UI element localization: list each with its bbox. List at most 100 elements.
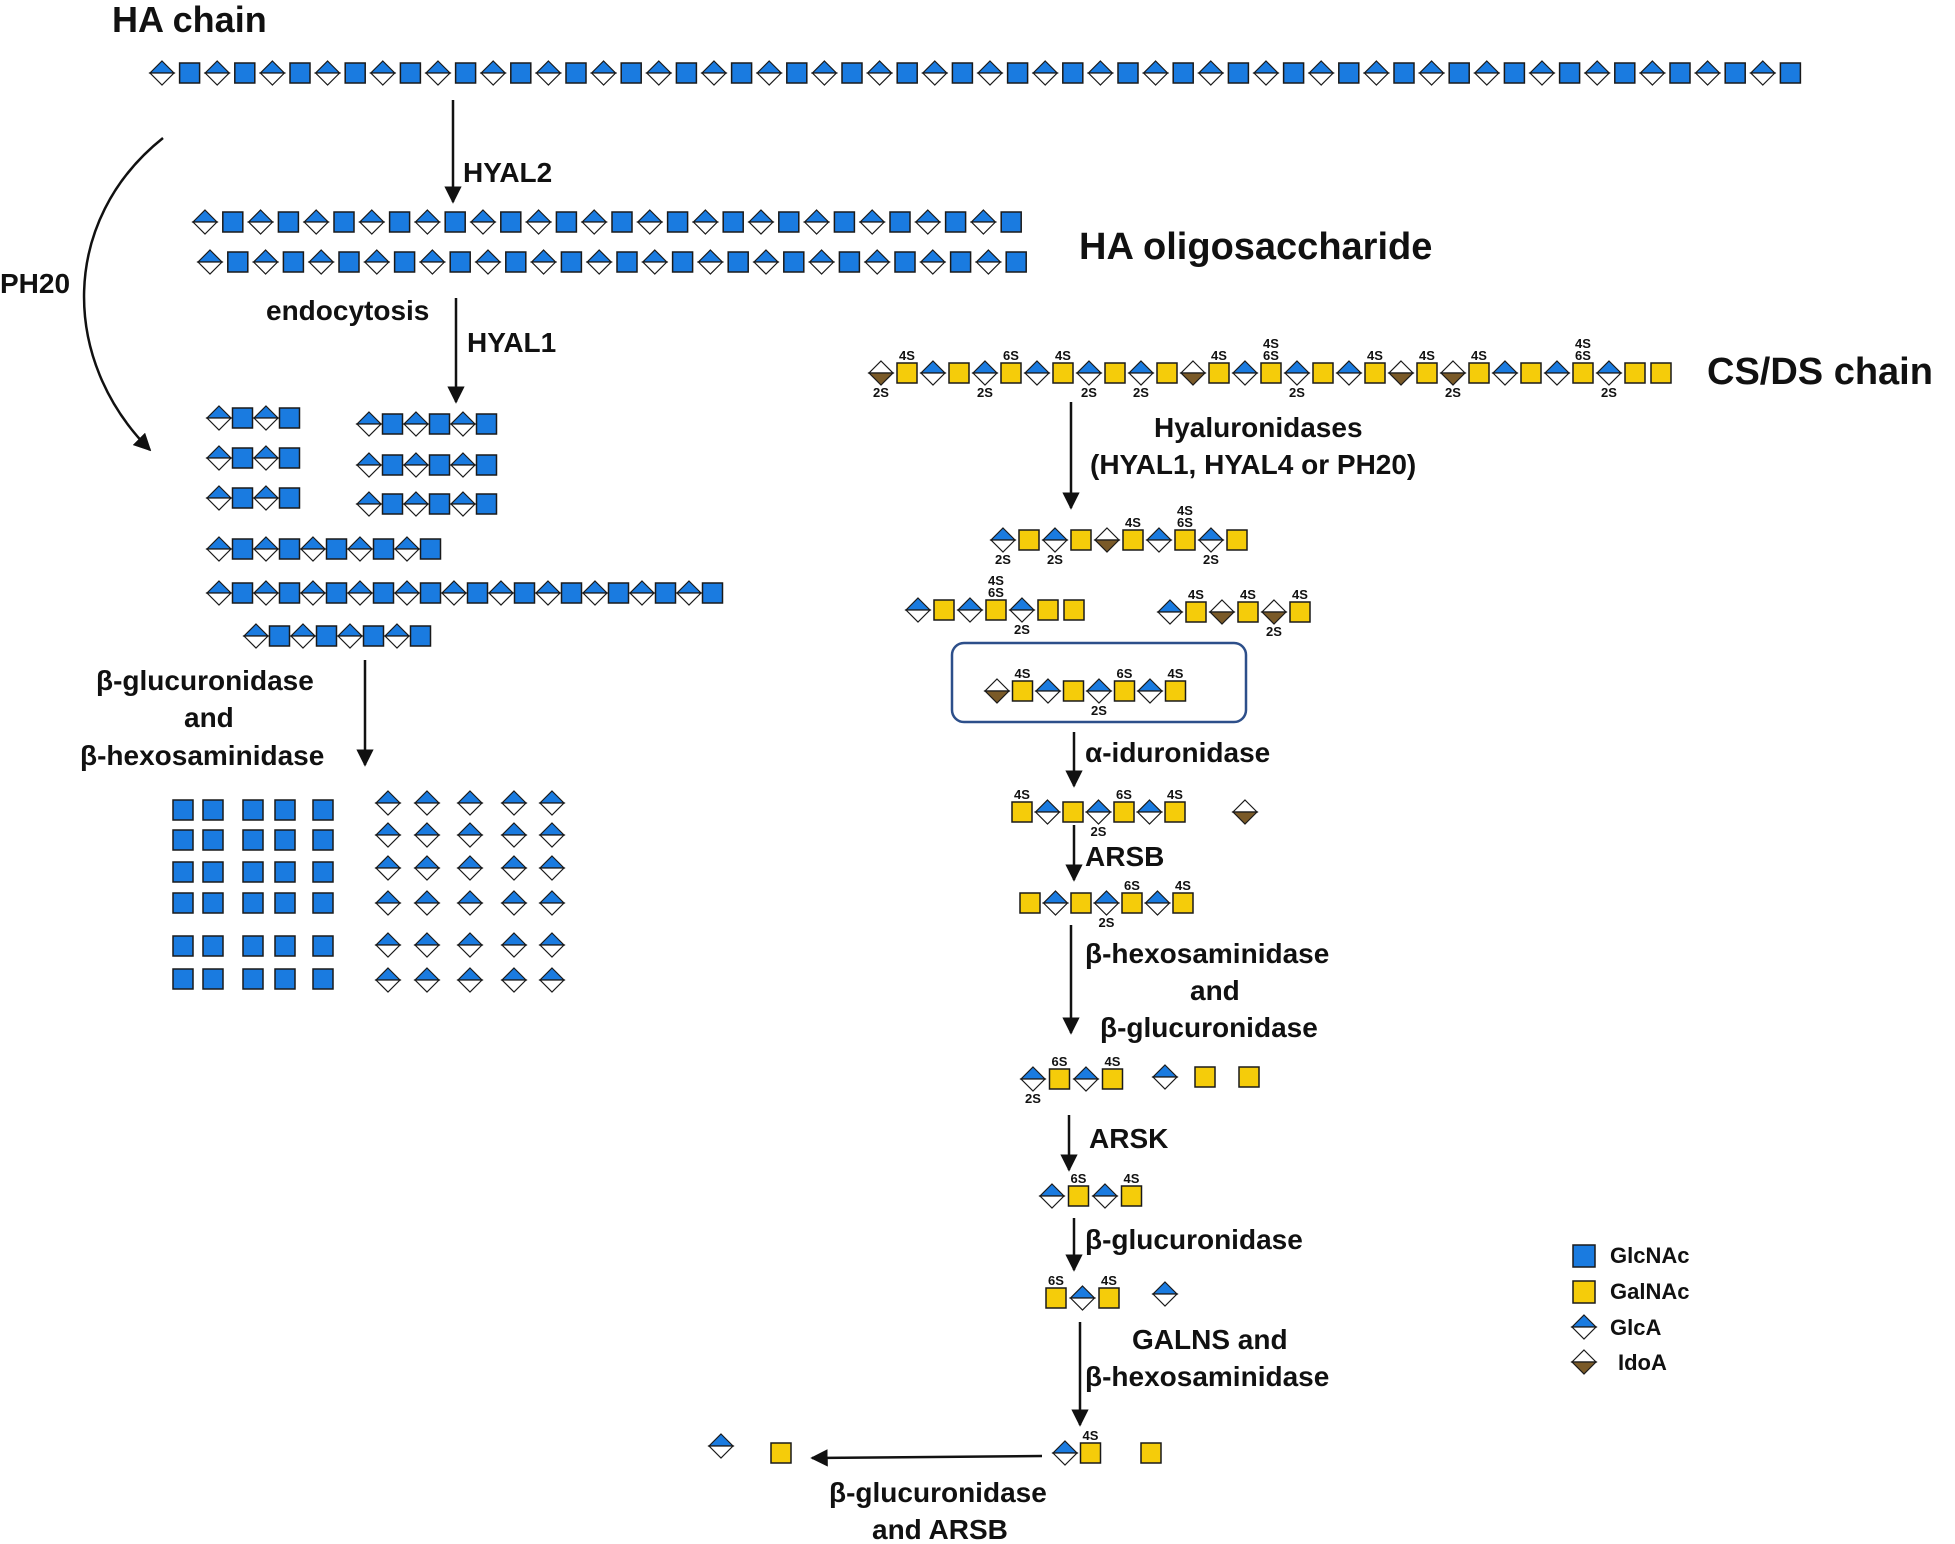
glca-symbol	[369, 60, 397, 86]
legend-glca-symbol	[1570, 1314, 1598, 1328]
sulfate-4s: 4S	[1575, 336, 1591, 351]
legend-idoa-label: IdoA	[1618, 1350, 1667, 1375]
glca-symbol	[1072, 1066, 1100, 1092]
glca-symbol	[1093, 890, 1120, 916]
galnac-symbol	[1120, 1185, 1143, 1207]
beta-glucuronidase-label-1: β-glucuronidase	[96, 665, 314, 696]
glcnac-symbol	[274, 892, 296, 914]
glcnac-symbol	[172, 892, 194, 914]
glca-symbol	[1144, 890, 1171, 916]
galnac-symbol	[1122, 529, 1144, 551]
galnac-symbol	[1113, 801, 1135, 823]
legend-galnac-symbol	[1572, 1280, 1596, 1304]
glca-symbol	[358, 209, 386, 235]
glca-symbol	[289, 623, 317, 649]
galnac-symbol	[1113, 680, 1136, 702]
glca-symbol	[402, 411, 430, 437]
glca-symbol	[1473, 60, 1501, 86]
glca-symbol	[858, 209, 886, 235]
idoa-symbol	[1439, 360, 1467, 386]
galnac-symbol	[1018, 529, 1040, 551]
glcnac-symbol	[381, 454, 404, 476]
glcnac-symbol	[949, 251, 972, 273]
legend-item-idoa: IdoA	[1570, 1349, 1667, 1375]
glca-symbol	[205, 580, 233, 606]
glca-symbol	[393, 536, 421, 562]
galnac-symbol	[1194, 1066, 1216, 1088]
sulfate-4s: 4S	[1105, 1054, 1121, 1069]
glca-symbol	[191, 209, 219, 235]
glca-symbol	[346, 580, 374, 606]
glcnac-symbol	[620, 62, 642, 84]
beta-hexosaminidase-label-1: β-hexosaminidase	[80, 740, 324, 771]
glca-symbol	[580, 209, 608, 235]
glcnac-symbol	[268, 625, 291, 647]
glcnac-symbol	[560, 582, 583, 604]
glca-symbol	[675, 580, 703, 606]
galnac-symbol	[1052, 362, 1074, 384]
sulfate-2s: 2S	[995, 552, 1011, 567]
galnac-symbol	[1208, 362, 1230, 384]
glca-symbol	[974, 249, 1002, 275]
sulfate-2s: 2S	[1025, 1091, 1041, 1106]
glcnac-symbol	[172, 968, 194, 990]
glca-symbol	[196, 249, 224, 275]
glcnac-symbol	[388, 211, 411, 233]
glcnac-symbol	[500, 211, 522, 233]
glca-symbol	[314, 60, 342, 86]
glca-symbol	[487, 580, 515, 606]
glcnac-symbol	[312, 829, 334, 851]
glca-symbol	[500, 790, 528, 816]
glcnac-symbol	[1558, 62, 1581, 84]
galnac-symbol	[1048, 1068, 1071, 1090]
glca-symbol	[700, 60, 728, 86]
sulfate-2s: 2S	[1289, 385, 1305, 400]
galnac-symbol	[1104, 362, 1126, 384]
glcnac-symbol	[338, 251, 360, 273]
idoa-symbol	[1260, 599, 1288, 625]
glca-symbol	[413, 967, 441, 993]
idoa-symbol	[1208, 599, 1236, 625]
galnac-symbol	[1140, 1442, 1162, 1464]
glcnac-symbol	[419, 538, 442, 560]
glcnac-symbol	[315, 625, 338, 647]
galnac-symbol	[1011, 680, 1034, 702]
glca-symbol	[205, 485, 233, 511]
glcnac-symbol	[454, 62, 477, 84]
galnac-symbol	[1101, 1068, 1124, 1090]
glcnac-symbol	[409, 625, 432, 647]
glcnac-symbol	[1503, 62, 1526, 84]
glca-symbol	[500, 855, 528, 881]
glca-symbol	[413, 855, 441, 881]
glca-symbol	[469, 209, 497, 235]
legend-idoa-symbol	[1570, 1361, 1598, 1375]
sulfate-4s: 4S	[1188, 587, 1204, 602]
glca-symbol	[252, 249, 280, 275]
legend-item-galnac: GalNAc	[1572, 1279, 1689, 1304]
glcnac-symbol	[428, 413, 451, 435]
glca-symbol	[538, 855, 566, 881]
glca-symbol	[456, 932, 484, 958]
glcnac-symbol	[1062, 62, 1084, 84]
glca-symbol	[355, 411, 383, 437]
glcnac-symbol	[231, 407, 254, 429]
galnac-symbol	[1070, 892, 1092, 914]
beta-hexosaminidase-label-2: β-hexosaminidase	[1085, 938, 1329, 969]
arsk-label: ARSK	[1089, 1123, 1168, 1154]
sulfate-2s: 2S	[1203, 552, 1219, 567]
glca-symbol	[393, 580, 421, 606]
glcnac-symbol	[231, 582, 254, 604]
glcnac-symbol	[381, 413, 404, 435]
glcnac-symbol	[242, 829, 264, 851]
glca-symbol	[1335, 360, 1363, 386]
glcnac-symbol	[362, 625, 385, 647]
and-label-2: and	[1190, 975, 1240, 1006]
galnac-symbol	[1045, 1287, 1067, 1309]
glca-symbol	[374, 855, 402, 881]
glca-symbol	[456, 822, 484, 848]
glcnac-symbol	[838, 251, 861, 273]
glca-symbol	[299, 580, 327, 606]
glcnac-symbol	[274, 935, 296, 957]
galnac-symbol	[1062, 801, 1084, 823]
